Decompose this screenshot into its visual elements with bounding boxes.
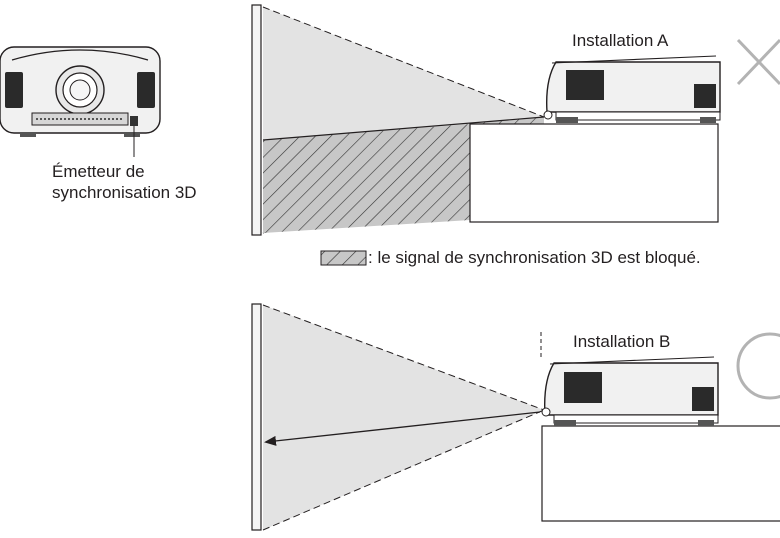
- projector-front-view-icon: [0, 46, 161, 137]
- projector-side-view-b-icon: [541, 356, 719, 426]
- screen-b: [251, 303, 262, 531]
- sync-emitter-icon: [130, 116, 138, 126]
- blocked-signal-region: [263, 117, 544, 233]
- projector-side-view-a-icon: [543, 55, 721, 123]
- table-b: [541, 425, 780, 522]
- installation-a-label: Installation A: [572, 31, 669, 50]
- table-a: [469, 123, 719, 223]
- hatched-area-icon: [320, 250, 367, 266]
- installation-a-diagram: [251, 4, 780, 236]
- sync-signal-arrow: [264, 411, 541, 446]
- screen-a: [251, 4, 262, 236]
- emitter-label-line2: synchronisation 3D: [52, 183, 197, 202]
- installation-b-diagram: [251, 303, 780, 531]
- cross-mark-icon: [736, 38, 780, 86]
- circle-mark-icon: [736, 332, 780, 400]
- emitter-label-line1: Émetteur de: [52, 162, 145, 181]
- legend-text: : le signal de synchronisation 3D est bl…: [368, 248, 701, 267]
- installation-b-label: Installation B: [573, 332, 671, 351]
